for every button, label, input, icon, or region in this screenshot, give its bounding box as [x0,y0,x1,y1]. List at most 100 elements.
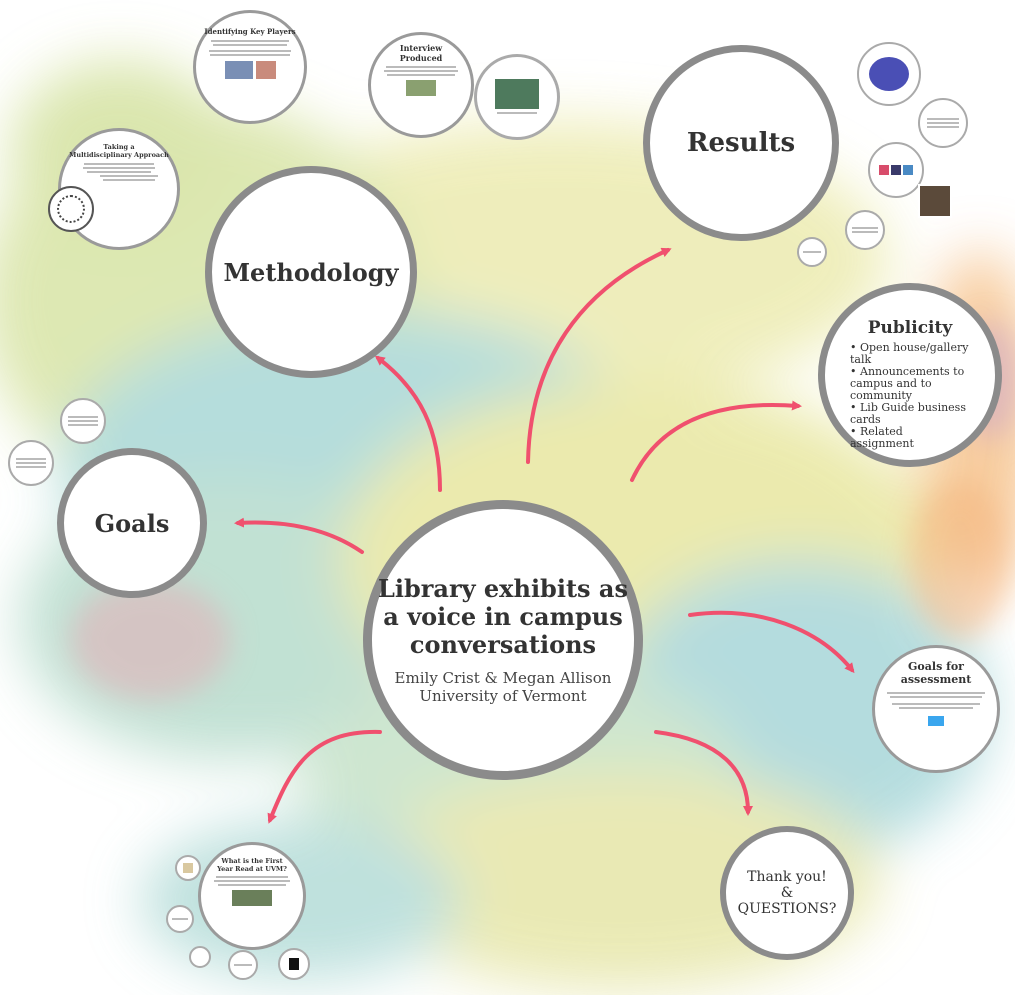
text-placeholder [16,466,46,468]
photo-thumbnail [903,165,913,175]
photo-thumbnail [879,165,889,175]
multidisciplinary-title-line-2: Multidisciplinary Approach [69,151,169,159]
text-placeholder [16,458,46,460]
arrow-to-thankyou [654,730,753,816]
first-year-bubble-2[interactable] [166,905,194,933]
video-thumbnail[interactable] [918,184,952,218]
publicity-circle[interactable]: Publicity Open house/gallery talk Announ… [818,283,1002,467]
text-placeholder [214,880,290,882]
first-year-bubble-4[interactable] [278,948,310,980]
results-bubble-map[interactable] [857,42,921,106]
assessment-text-placeholder [887,692,985,694]
first-year-title-line-2: Year Read at UVM? [217,865,287,873]
text-placeholder [171,918,189,920]
publicity-item: Announcements to campus and to community [850,366,970,402]
results-bubble-text[interactable] [918,98,968,148]
interview-circle[interactable]: Interview Produced [368,32,474,138]
central-topic-circle[interactable]: Library exhibits as a voice in campus co… [363,500,643,780]
goals-bubble-1[interactable] [60,398,106,444]
publicity-title: Publicity [867,318,953,338]
text-placeholder [16,462,46,464]
text-placeholder [84,163,154,165]
text-placeholder [384,70,458,72]
assessment-text-placeholder [889,696,983,698]
text-placeholder [100,175,158,177]
text-placeholder [386,66,456,68]
text-placeholder [497,112,537,114]
text-placeholder [68,424,98,426]
multidisciplinary-title-line-1: Taking a [103,143,135,151]
thankyou-line-2: & [780,885,794,901]
text-placeholder [387,74,455,76]
photo-thumbnail [183,863,193,873]
text-placeholder [926,122,960,124]
results-bubble-tiny[interactable] [797,237,827,267]
photo-thumbnail [289,958,299,970]
assessment-circle[interactable]: Goals for assessment [872,645,1000,773]
first-year-bubble-1[interactable] [175,855,201,881]
publicity-item: Lib Guide business cards [850,402,970,426]
thankyou-line-3: QUESTIONS? [737,901,837,917]
arrow-to-publicity [630,400,802,482]
interview-video-circle[interactable] [474,54,560,140]
key-players-circle[interactable]: Identifying Key Players [193,10,307,124]
results-label: Results [686,128,796,158]
results-circle[interactable]: Results [643,45,839,241]
text-placeholder [213,44,287,46]
photo-thumbnail [255,61,276,79]
photo-thumbnail [406,80,436,96]
center-title-line-2: a voice in campus [383,602,623,631]
arrow-to-methodology [374,355,442,492]
text-placeholder [233,964,253,966]
text-placeholder [852,231,878,233]
results-bubble-photos[interactable] [868,142,924,198]
text-placeholder [103,179,155,181]
text-placeholder [211,40,289,42]
world-map-icon [869,57,909,91]
arrow-to-firstyear [267,729,382,824]
assessment-image [928,716,944,726]
network-diagram-icon [57,195,85,223]
center-institution: University of Vermont [419,687,587,705]
text-placeholder [852,227,878,229]
publicity-list: Open house/gallery talk Announcements to… [850,342,970,450]
publicity-item: Related assignment [850,426,970,450]
text-placeholder [802,251,822,253]
network-diagram-circle[interactable] [48,186,94,232]
arrow-to-results [526,247,672,464]
text-placeholder [86,171,152,173]
methodology-circle[interactable]: Methodology [205,166,417,378]
methodology-label: Methodology [223,257,399,287]
arrow-to-goals [234,517,364,554]
text-placeholder [68,420,98,422]
text-placeholder [83,167,155,169]
interview-title-line-2: Produced [399,53,443,63]
assessment-title-line-2: assessment [900,673,972,686]
first-year-bubble-5[interactable] [189,946,211,968]
key-players-title: Identifying Key Players [204,27,296,36]
text-placeholder [208,50,292,52]
text-placeholder [210,54,290,56]
thankyou-line-1: Thank you! [747,869,827,885]
text-placeholder [926,118,960,120]
assessment-title-line-1: Goals for [908,660,964,673]
center-authors: Emily Crist & Megan Allison [394,669,612,687]
text-placeholder [926,126,960,128]
goals-bubble-2[interactable] [8,440,54,486]
assessment-text-placeholder [899,707,973,709]
video-thumbnail [495,79,539,109]
publicity-item: Open house/gallery talk [850,342,970,366]
first-year-bubble-3[interactable] [228,950,258,980]
text-placeholder [216,876,288,878]
center-title-line-1: Library exhibits as [378,574,628,603]
thankyou-circle[interactable]: Thank you! & QUESTIONS? [720,826,854,960]
results-bubble-small[interactable] [845,210,885,250]
first-year-read-circle[interactable]: What is the First Year Read at UVM? [198,842,306,950]
goals-circle[interactable]: Goals [57,448,207,598]
text-placeholder [68,416,98,418]
goals-label: Goals [94,508,170,538]
first-year-title-line-1: What is the First [221,857,283,865]
photo-thumbnail [224,61,253,79]
